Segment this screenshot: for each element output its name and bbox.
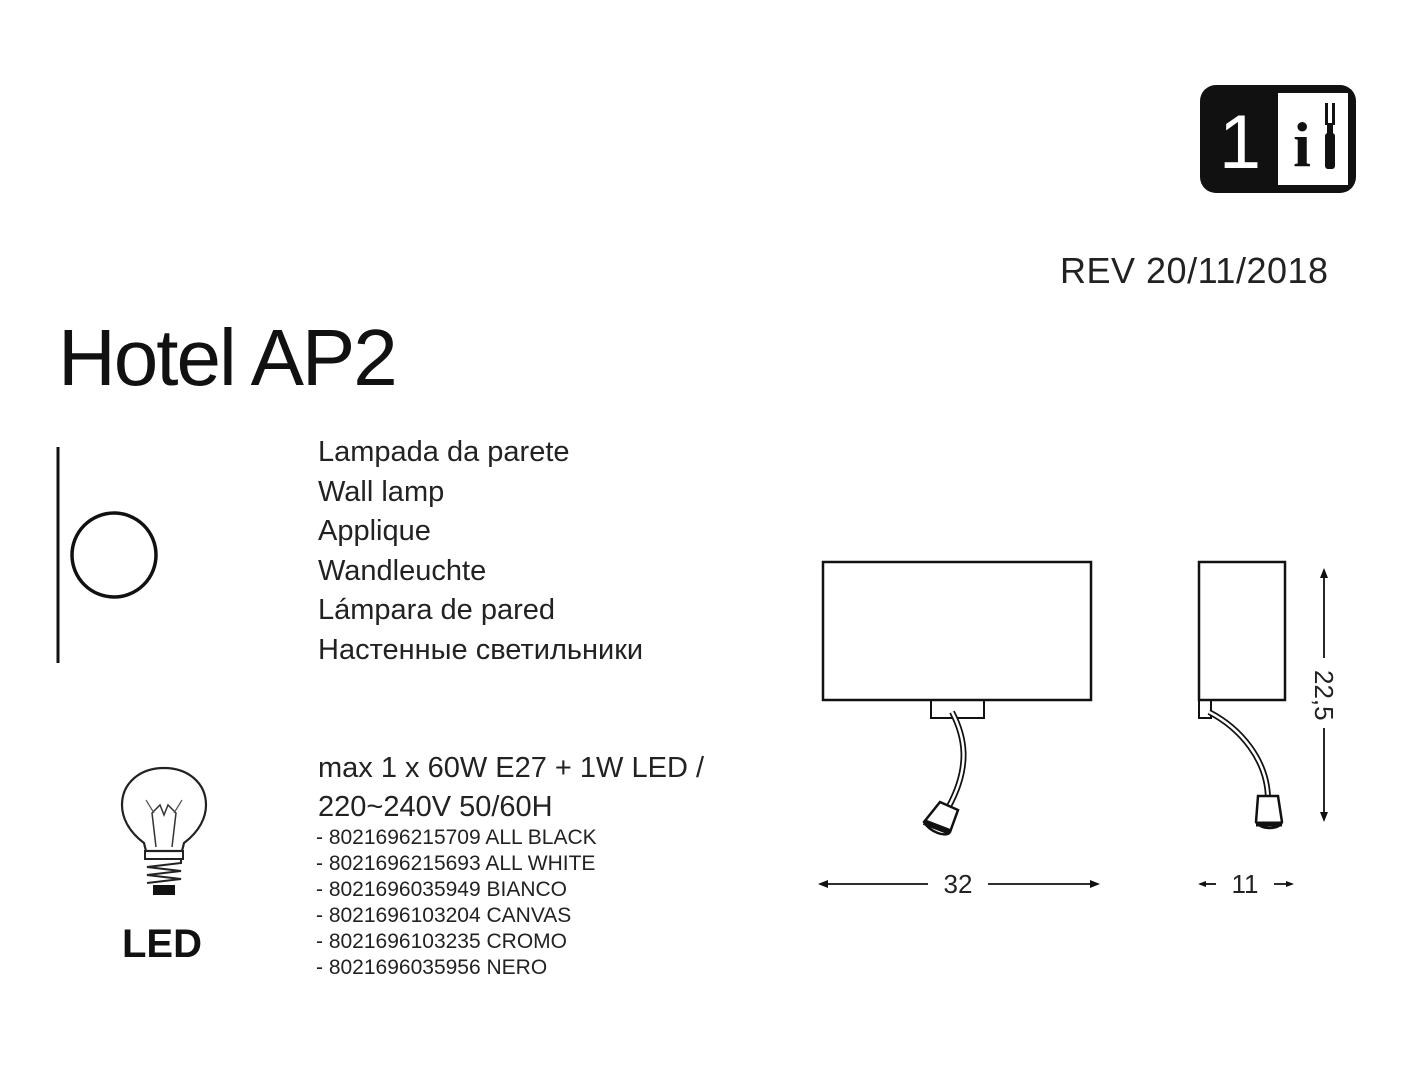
- depth-dimension: 11: [1198, 869, 1294, 899]
- badge-info-letter: i: [1293, 109, 1311, 180]
- product-code: - 8021696215709 ALL BLACK: [316, 826, 597, 849]
- spec-voltage: 220~240V 50/60H: [318, 791, 553, 823]
- product-code: - 8021696035949 BIANCO: [316, 878, 568, 901]
- revision-date: REV 20/11/2018: [1060, 250, 1329, 291]
- dimension-height: 22,5: [1309, 670, 1339, 721]
- screwdriver-icon: [1325, 103, 1335, 169]
- product-code: - 8021696103204 CANVAS: [316, 904, 572, 927]
- badge-number: 1: [1219, 100, 1261, 185]
- side-view: [1197, 560, 1287, 830]
- width-dimension: 32: [818, 869, 1100, 899]
- bulb-icon: [120, 766, 208, 895]
- front-view: [821, 560, 1093, 836]
- description-en: Wall lamp: [318, 476, 445, 508]
- product-code: - 8021696035956 NERO: [316, 956, 548, 979]
- height-dimension: 22,5: [1309, 568, 1339, 822]
- instruction-badge: 1 i: [1200, 85, 1356, 193]
- spec-power: max 1 x 60W E27 + 1W LED /: [318, 752, 705, 784]
- wall-lamp-symbol-icon: [56, 447, 158, 663]
- dimension-width: 32: [944, 869, 973, 899]
- dimension-depth: 11: [1232, 869, 1259, 899]
- product-code: - 8021696103235 CROMO: [316, 930, 567, 953]
- product-title: Hotel AP2: [58, 313, 398, 402]
- product-code: - 8021696215693 ALL WHITE: [316, 852, 596, 875]
- technical-drawing: 22,5 32 11: [818, 560, 1339, 899]
- description-fr: Applique: [318, 515, 431, 547]
- info-icon: i: [1293, 109, 1311, 180]
- led-label: LED: [122, 922, 202, 966]
- description-es: Lámpara de pared: [318, 594, 555, 626]
- description-it: Lampada da parete: [318, 436, 570, 468]
- description-ru: Настенные светильники: [318, 634, 644, 666]
- description-de: Wandleuchte: [318, 555, 487, 587]
